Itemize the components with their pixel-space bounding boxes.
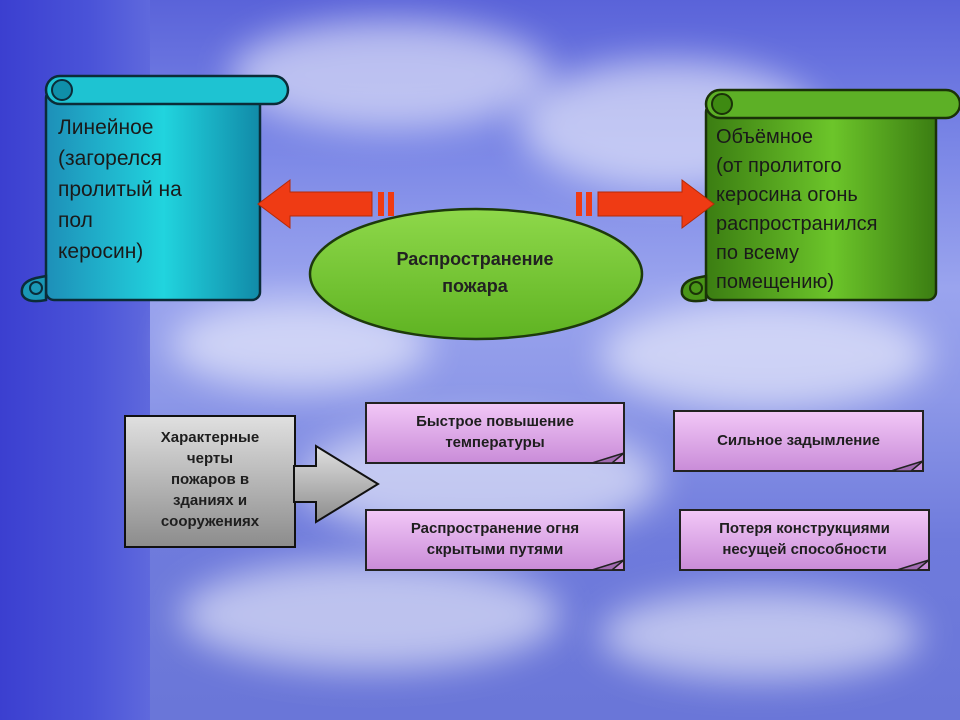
scroll-left-text: Линейное (загорелся пролитый на пол керо… xyxy=(58,116,182,263)
feature-item-text: Потеря конструкциями несущей способности xyxy=(719,520,890,558)
feature-box-shape xyxy=(365,402,625,464)
cloud xyxy=(600,590,920,680)
cloud xyxy=(600,300,930,410)
feature-item-text: Распространение огня скрытыми путями xyxy=(410,520,580,558)
feature-box-shape xyxy=(365,509,625,571)
feature-item-text: Быстрое повышение температуры xyxy=(416,413,574,451)
scroll-left xyxy=(20,74,290,303)
scroll-right-text: Объёмное (от пролитого керосина огонь ра… xyxy=(716,126,878,293)
arrow-right xyxy=(576,179,715,229)
features-label-text: Характерные черты пожаров в зданиях и со… xyxy=(160,429,260,530)
cloud xyxy=(180,560,560,670)
features-label-shape xyxy=(124,415,380,548)
feature-box-shape xyxy=(679,509,930,571)
cloud xyxy=(230,20,550,130)
center-oval-text: Распространение пожара xyxy=(396,249,554,296)
feature-box-shape xyxy=(673,410,924,472)
arrow-left xyxy=(257,179,394,229)
feature-item-text: Сильное задымление xyxy=(717,432,880,449)
center-oval xyxy=(308,207,644,341)
